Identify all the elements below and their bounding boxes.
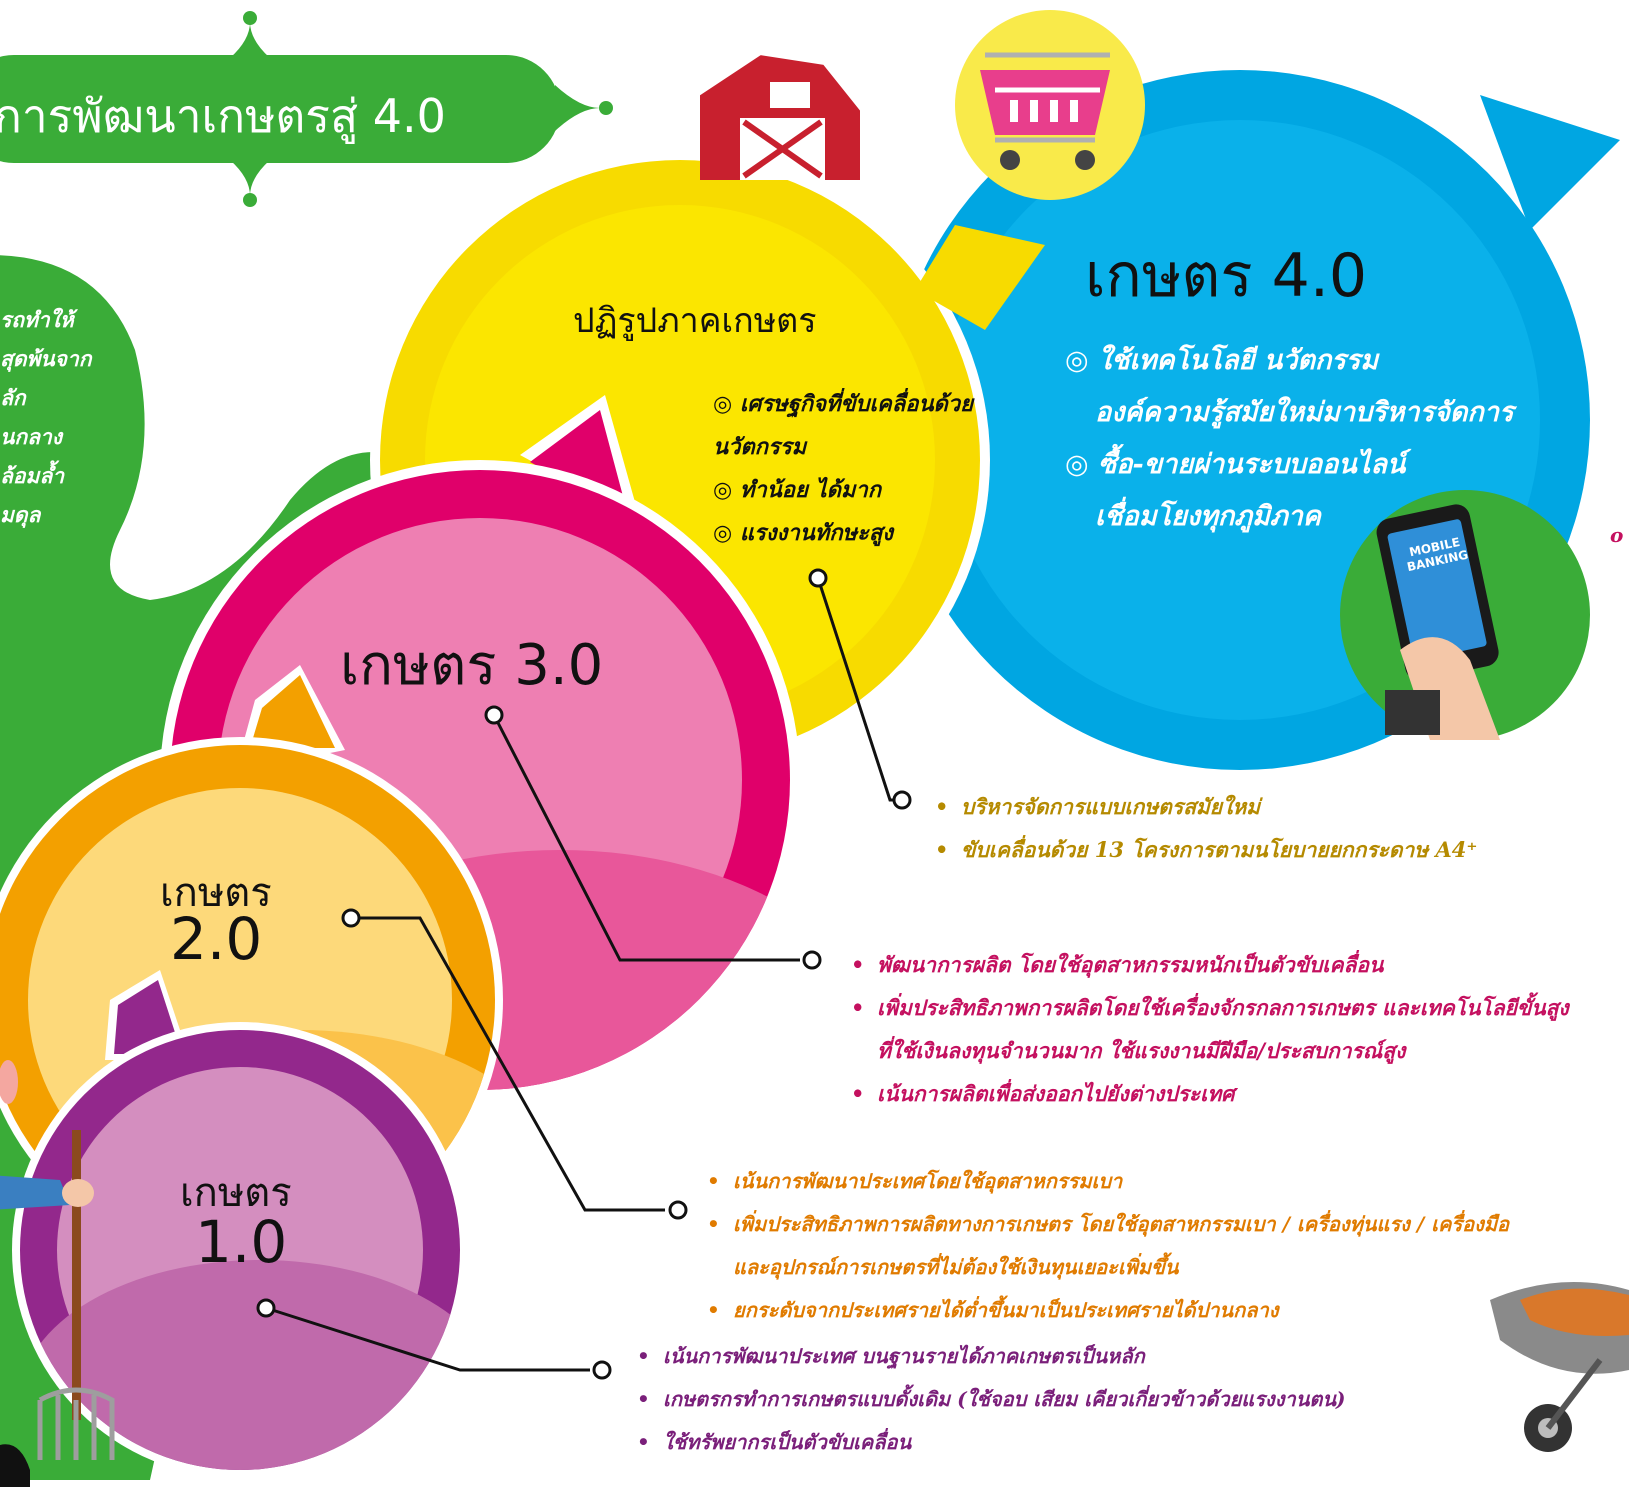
callout-item-cont: และอุปกรณ์การเกษตรที่ไม่ต้องใช้เงินทุนเย…	[733, 1255, 1179, 1279]
stage-40-bullet-cont: องค์ความรู้สมัยใหม่มาบริหารจัดการ	[1095, 397, 1514, 428]
stage-30-callout: พัฒนาการผลิต โดยใช้อุตสาหกรรมหนักเป็นตัว…	[849, 943, 1569, 1115]
stage-40-heading: เกษตร 4.0	[1085, 241, 1368, 311]
stage-20-heading-line2: 2.0	[170, 905, 263, 973]
barn-icon	[693, 48, 868, 180]
callout-item: บริหารจัดการแบบเกษตรสมัยใหม่	[935, 785, 1477, 828]
callout-item-cont: ที่ใช้เงินลงทุนจำนวนมาก ใช้แรงงานมีฝีมือ…	[877, 1038, 1406, 1063]
stage-20-heading-line1: เกษตร	[160, 870, 272, 916]
wheelbarrow-icon	[1490, 1282, 1629, 1452]
callout-item: ขับเคลื่อนด้วย 13 โครงการตามนโยบายยกกระด…	[935, 828, 1478, 871]
farmer-pitchfork-icon	[0, 1060, 115, 1460]
stage-40-bullet: ◎ ซื้อ-ขายผ่านระบบออนไลน์	[1065, 449, 1406, 480]
stage-20-callout: เน้นการพัฒนาประเทศโดยใช้อุตสาหกรรมเบา เพ…	[705, 1160, 1509, 1332]
stage-reform-bullet: ◎ แรงงานทักษะสูง	[713, 520, 894, 546]
left-fragment: รถทำให้	[0, 307, 74, 332]
left-fragment: สุดพ้นจาก	[0, 346, 92, 371]
callout-item: เน้นการพัฒนาประเทศโดยใช้อุตสาหกรรมเบา	[707, 1160, 1509, 1203]
stage-reform-bullet-cont: นวัตกรรม	[713, 434, 807, 460]
edge-fragment: o	[1610, 523, 1624, 547]
stage-reform-bullet: ◎ ทำน้อย ได้มาก	[713, 477, 882, 503]
callout-item: เพิ่มประสิทธิภาพการผลิตโดยใช้เครื่องจักร…	[851, 986, 1569, 1029]
callout-item: เพิ่มประสิทธิภาพการผลิตทางการเกษตร โดยใช…	[707, 1203, 1509, 1246]
title-banner	[0, 11, 613, 207]
stage-reform-bullets: ◎ เศรษฐกิจที่ขับเคลื่อนด้วย นวัตกรรม ◎ ท…	[713, 383, 973, 555]
page-title: การพัฒนาเกษตรสู่ 4.0	[0, 89, 446, 143]
callout-item: ยกระดับจากประเทศรายได้ต่ำขึ้นมาเป็นประเท…	[707, 1289, 1509, 1332]
callout-item: เน้นการพัฒนาประเทศ บนฐานรายได้ภาคเกษตรเป…	[637, 1335, 1346, 1378]
stage-30-heading: เกษตร 3.0	[340, 633, 604, 698]
shopping-cart-icon	[955, 10, 1145, 200]
stage-10-heading-line1: เกษตร	[180, 1170, 292, 1216]
stage-10-callout: เน้นการพัฒนาประเทศ บนฐานรายได้ภาคเกษตรเป…	[635, 1335, 1346, 1464]
callout-item: ใช้ทรัพยากรเป็นตัวขับเคลื่อน	[637, 1421, 1346, 1464]
stage-40-bullet: ◎ ใช้เทคโนโลยี นวัตกรรม	[1065, 345, 1379, 376]
connector-dots	[256, 568, 912, 1380]
shadow-shape	[0, 1444, 30, 1487]
callout-item: เกษตรกรทำการเกษตรแบบดั้งเดิม (ใช้จอบ เสี…	[637, 1378, 1345, 1421]
stage-10-shape	[12, 970, 468, 1478]
stage-reform-heading: ปฏิรูปภาคเกษตร	[573, 301, 817, 341]
left-fragment: มดุล	[0, 502, 41, 527]
left-fragment: นกลาง	[0, 424, 62, 449]
left-fragment: ล้อมล้ำ	[0, 463, 64, 488]
callout-item: พัฒนาการผลิต โดยใช้อุตสาหกรรมหนักเป็นตัว…	[851, 943, 1569, 986]
left-fragment: ลัก	[0, 385, 26, 410]
stage-40-bullets: ◎ ใช้เทคโนโลยี นวัตกรรม องค์ความรู้สมัยใ…	[1065, 335, 1513, 543]
stage-40-bullet-cont: เชื่อมโยงทุกภูมิภาค	[1095, 501, 1321, 532]
stage-reform-callout: บริหารจัดการแบบเกษตรสมัยใหม่ ขับเคลื่อนด…	[933, 785, 1478, 871]
mobile-banking-icon	[1340, 490, 1590, 740]
callout-item: เน้นการผลิตเพื่อส่งออกไปยังต่างประเทศ	[851, 1072, 1569, 1115]
stage-reform-bullet: ◎ เศรษฐกิจที่ขับเคลื่อนด้วย	[713, 391, 974, 417]
stage-10-heading-line2: 1.0	[195, 1208, 288, 1276]
left-panel-text: รถทำให้ สุดพ้นจาก ลัก นกลาง ล้อมล้ำ มดุล	[0, 300, 91, 534]
